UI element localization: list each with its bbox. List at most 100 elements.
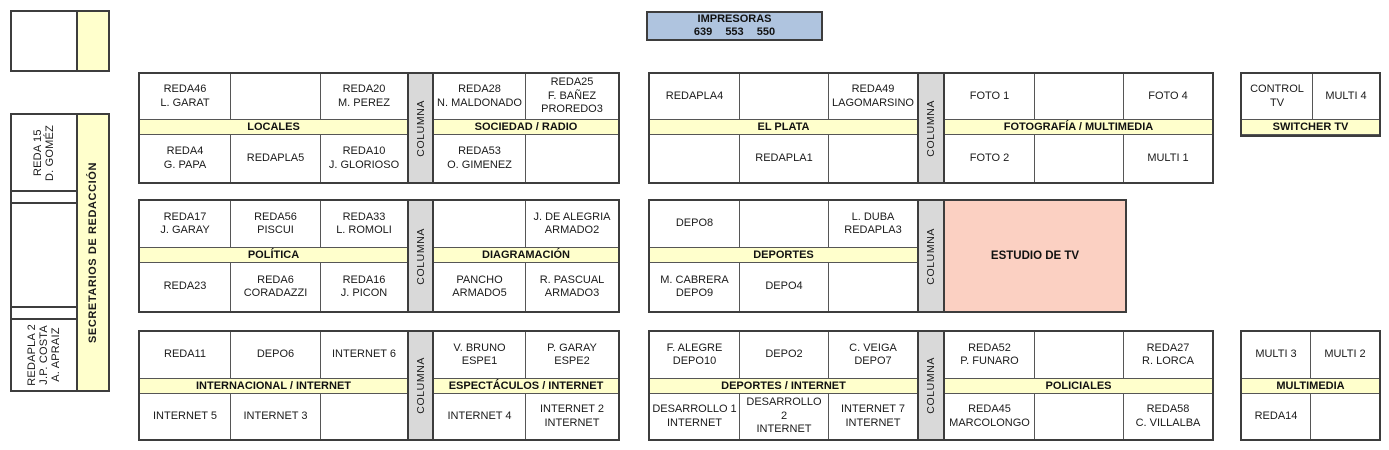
section-label: SOCIEDAD / RADIO [434, 119, 618, 135]
desk-cell: J. DE ALEGRIA ARMADO2 [525, 201, 618, 247]
printers-title: IMPRESORAS [697, 13, 772, 25]
desk-cell: INTERNET 2 INTERNET [525, 394, 618, 439]
tv-studio-label: ESTUDIO DE TV [990, 250, 1080, 262]
legend-white-area [12, 12, 76, 70]
desk-cell-empty [1034, 74, 1123, 119]
desk-cell-empty [739, 201, 828, 247]
section-label: DEPORTES / INTERNET [650, 378, 917, 394]
desk-cell: REDAPLA4 [650, 74, 739, 119]
desk-cell: REDAPLA1 [739, 135, 828, 182]
desk-cell: REDA25 F. BAÑEZ PROREDO3 [525, 74, 618, 119]
section-label: DEPORTES [650, 247, 917, 263]
desk-row-top: REDAPLA4 REDA49 LAGOMARSINO [650, 74, 917, 119]
desk-cell: FOTO 1 [945, 74, 1034, 119]
column-pillar-label: COLUMNA [925, 357, 937, 414]
desk-cell: REDA27 R. LORCA [1123, 332, 1212, 378]
tv-studio-area: ESTUDIO DE TV [945, 201, 1125, 311]
desk-cell: INTERNET 3 [230, 394, 320, 439]
sidebar-desk-cell: REDA 15 D. GOMÉZ [12, 115, 76, 190]
sidebar-desk-label: REDA 15 D. GOMÉZ [32, 124, 56, 181]
section-label: SWITCHER TV [1242, 119, 1379, 135]
desk-row-top: J. DE ALEGRIA ARMADO2 [434, 201, 618, 247]
column-pillar: COLUMNA [407, 332, 434, 439]
desk-cell: REDAPLA5 [230, 135, 320, 182]
sidebar-spacer-cell [12, 202, 76, 306]
desk-row-bottom: FOTO 2 MULTI 1 [945, 135, 1212, 182]
desk-cell: V. BRUNO ESPE1 [434, 332, 525, 378]
desk-cell: REDA10 J. GLORIOSO [320, 135, 407, 182]
desk-cell-empty [828, 135, 917, 182]
column-pillar: COLUMNA [917, 201, 945, 311]
printers-box: IMPRESORAS 639 553 550 [646, 11, 823, 41]
desk-cell: P. GARAY ESPE2 [525, 332, 618, 378]
desk-cell: MULTI 2 [1310, 332, 1379, 378]
column-pillar: COLUMNA [917, 74, 945, 182]
desk-cell: DESARROLLO 2 INTERNET [739, 394, 828, 439]
desk-cell-empty [525, 135, 618, 182]
desk-cell: REDA45 MARCOLONGO [945, 394, 1034, 439]
section-label: INTERNACIONAL / INTERNET [140, 378, 407, 394]
column-pillar-label: COLUMNA [414, 99, 427, 157]
sidebar-spacer-cell [12, 306, 76, 318]
sidebar-yellow-strip: SECRETARIOS DE REDACCIÓN [76, 115, 108, 390]
section-label: POLICIALES [945, 378, 1212, 394]
desk-cell: INTERNET 5 [140, 394, 230, 439]
column-pillar-label: COLUMNA [414, 357, 427, 414]
desk-cell-empty [1034, 394, 1123, 439]
desk-cell-empty [230, 74, 320, 119]
desk-row-top: REDA52 P. FUNARO REDA27 R. LORCA [945, 332, 1212, 378]
desk-cell: REDA49 LAGOMARSINO [828, 74, 917, 119]
desk-cell: REDA53 O. GIMENEZ [434, 135, 525, 182]
desk-row-top: FOTO 1 FOTO 4 [945, 74, 1212, 119]
desk-cell: FOTO 2 [945, 135, 1034, 182]
sidebar-spacer-cell [12, 190, 76, 202]
desk-cell: REDA33 L. ROMOLI [320, 201, 407, 247]
section-label: LOCALES [140, 119, 407, 135]
desk-cell: MULTI 4 [1312, 74, 1379, 119]
desk-cell: MULTI 1 [1123, 135, 1212, 182]
desk-row-bottom: REDA14 [1242, 394, 1379, 439]
desk-cell: REDA6 CORADAZZI [230, 263, 320, 311]
desk-row-bottom: REDAPLA1 [650, 135, 917, 182]
desk-cell: FOTO 4 [1123, 74, 1212, 119]
desk-cell: REDA46 L. GARAT [140, 74, 230, 119]
desk-cell: REDA28 N. MALDONADO [434, 74, 525, 119]
desk-cell-empty [320, 394, 407, 439]
column-pillar: COLUMNA [407, 201, 434, 311]
sidebar-strip-label: SECRETARIOS DE REDACCIÓN [87, 161, 99, 344]
legend-yellow-area [76, 12, 108, 70]
desk-cell: DEPO8 [650, 201, 739, 247]
desk-cell: PANCHO ARMADO5 [434, 263, 525, 311]
desk-cell: DEPO6 [230, 332, 320, 378]
printers-numbers: 639 553 550 [693, 26, 776, 38]
desk-cell: REDA16 J. PICON [320, 263, 407, 311]
desk-row-bottom: REDA53 O. GIMENEZ [434, 135, 618, 182]
desk-cell: REDA52 P. FUNARO [945, 332, 1034, 378]
